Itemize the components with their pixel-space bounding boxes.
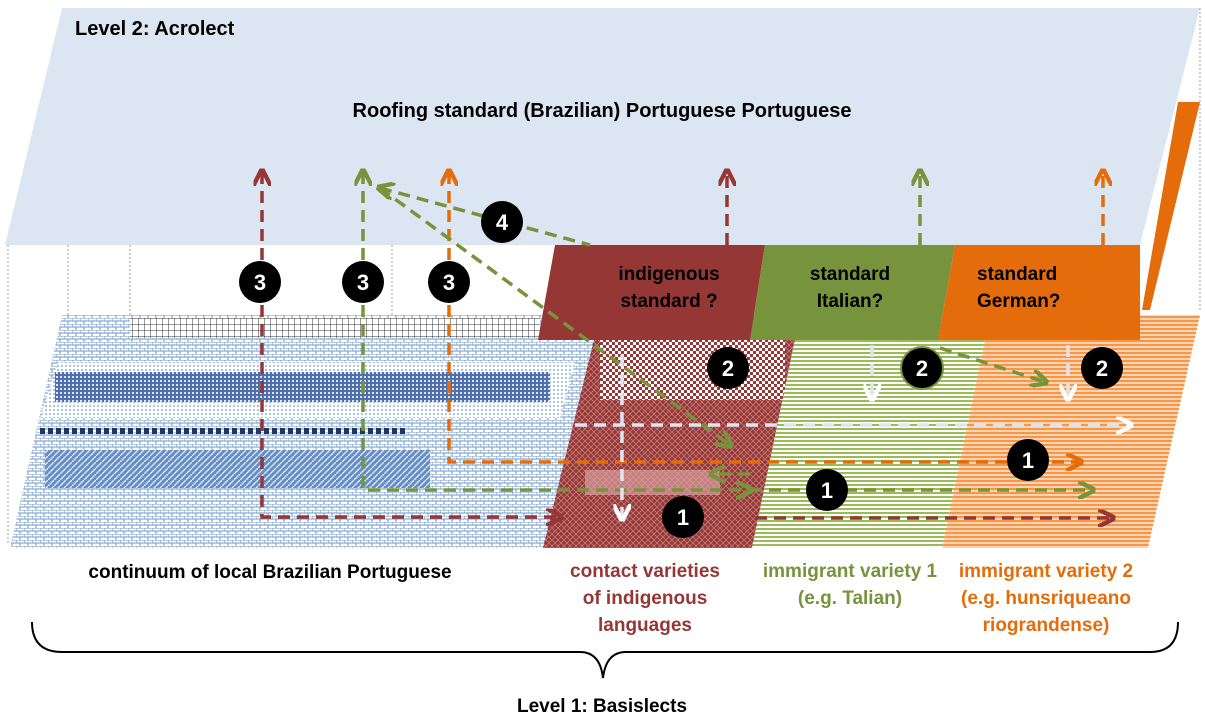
indigenous-variety-line1: contact varieties	[570, 561, 720, 582]
svg-text:3: 3	[254, 270, 266, 295]
indigenous-standard-line1: indigenous	[618, 264, 719, 285]
italian-standard-line1: standard	[810, 264, 890, 285]
roof-label: Roofing standard (Brazilian) Portuguese …	[353, 100, 852, 122]
immigrant1-line2: (e.g. Talian)	[798, 588, 902, 609]
indigenous-standard-line2: standard ?	[620, 291, 717, 312]
svg-text:1: 1	[677, 505, 689, 530]
arrow-green-4a	[380, 188, 591, 247]
badge-4: 4	[481, 201, 523, 243]
badge-2-indigenous: 2	[707, 347, 749, 389]
badge-1-indigenous: 1	[662, 496, 704, 538]
italian-standard-line2: Italian?	[817, 291, 884, 312]
svg-text:1: 1	[821, 478, 833, 503]
badge-3-red: 3	[239, 261, 281, 303]
immigrant1-line1: immigrant variety 1	[763, 561, 938, 582]
badge-2-italian: 2	[900, 346, 944, 390]
badge-2-german: 2	[1081, 347, 1123, 389]
immigrant2-line3: riograndense)	[983, 615, 1110, 636]
svg-text:2: 2	[722, 356, 734, 381]
svg-text:3: 3	[357, 270, 369, 295]
german-standard-line2: German?	[977, 291, 1060, 312]
basilect-brace	[31, 621, 1179, 679]
indigenous-variety-line3: languages	[598, 615, 692, 636]
german-standard-line1: standard	[977, 264, 1057, 285]
svg-text:4: 4	[496, 210, 509, 235]
badge-3-green: 3	[342, 261, 384, 303]
immigrant2-line2: (e.g. hunsriqueano	[961, 588, 1131, 609]
immigrant2-line1: immigrant variety 2	[959, 561, 1133, 582]
orange-side-edge	[1142, 102, 1200, 310]
svg-text:3: 3	[443, 270, 455, 295]
level2-label: Level 2: Acrolect	[75, 18, 235, 40]
indigenous-variety-line2: of indigenous	[583, 588, 708, 609]
svg-text:2: 2	[1096, 356, 1108, 381]
svg-text:2: 2	[916, 356, 928, 381]
pt-diag-band	[45, 450, 430, 488]
badge-3-orange: 3	[428, 261, 470, 303]
pt-grid-band	[130, 318, 540, 338]
badge-1-german: 1	[1007, 439, 1049, 481]
acrolect-plane	[5, 8, 1200, 245]
arrow-green-4b	[378, 186, 730, 445]
badge-1-italian: 1	[806, 469, 848, 511]
pt-dense-band	[55, 372, 550, 402]
level1-label: Level 1: Basislects	[517, 696, 687, 717]
portuguese-variety-label: continuum of local Brazilian Portuguese	[88, 562, 451, 583]
svg-text:1: 1	[1022, 448, 1034, 473]
